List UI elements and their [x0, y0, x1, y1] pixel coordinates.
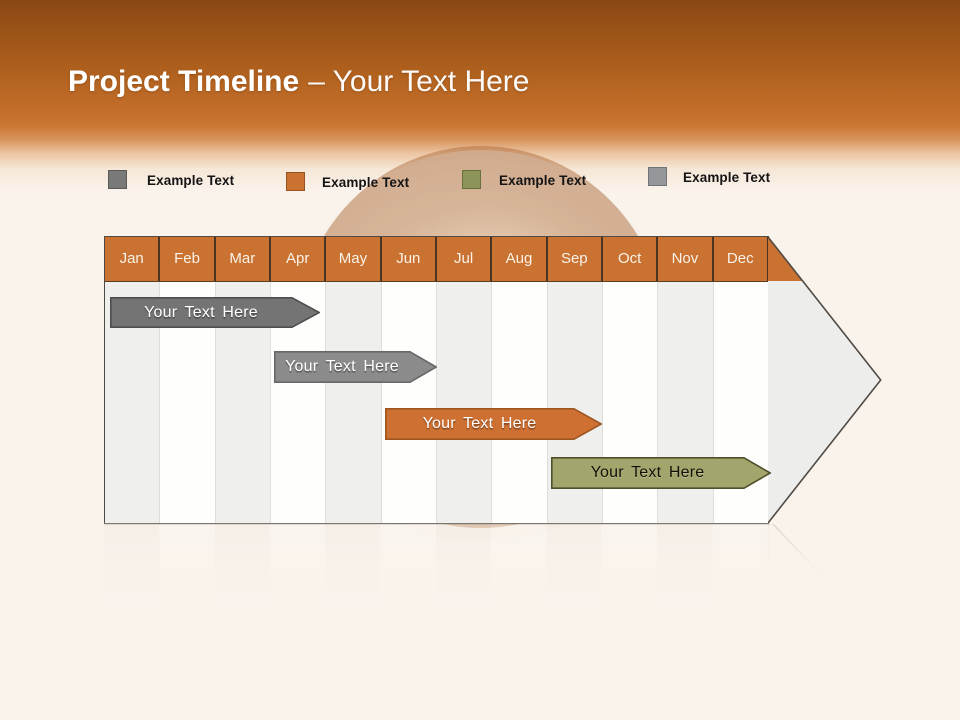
month-header-jun: Jun: [381, 237, 437, 281]
bar-label-placeholder[interactable]: Your Text Here: [285, 358, 399, 375]
legend-label: Example Text: [322, 175, 410, 190]
legend-swatch-olive: [462, 170, 481, 189]
month-header-apr: Apr: [270, 237, 327, 281]
timeline-column: [381, 282, 437, 523]
timeline-column: [492, 282, 548, 523]
slide-title-placeholder[interactable]: – Your Text Here: [308, 65, 530, 98]
slide-title: Project Timeline– Your Text Here: [68, 60, 529, 104]
timeline-bar-1[interactable]: Your Text Here: [110, 297, 320, 328]
legend-label: Example Text: [147, 173, 235, 188]
bar-label-placeholder[interactable]: Your Text Here: [422, 415, 537, 432]
legend-label: Example Text: [683, 170, 771, 185]
month-header-sep: Sep: [547, 237, 603, 281]
bar-arrow-shape: [274, 351, 437, 383]
legend-swatch-gray-dark: [108, 170, 127, 189]
timeline-bar-4[interactable]: Your Text Here: [551, 457, 771, 489]
legend-swatch-gray-light: [648, 167, 667, 186]
bar-arrow-shape: [385, 408, 602, 440]
timeline-arrow-head: [768, 236, 882, 524]
month-header-aug: Aug: [492, 237, 548, 281]
reflection-fade-overlay: [0, 523, 960, 663]
month-header-nov: Nov: [658, 237, 714, 281]
timeline-column: [436, 282, 493, 523]
timeline-bar-3[interactable]: Your Text Here: [385, 408, 602, 440]
legend-swatch-orange: [286, 172, 305, 191]
timeline-bar-2[interactable]: Your Text Here: [274, 351, 437, 383]
month-header-may: May: [326, 237, 382, 281]
month-header-dec: Dec: [713, 237, 769, 281]
bar-arrow-shape: [551, 457, 771, 489]
month-header-jan: Jan: [105, 237, 161, 281]
legend-label: Example Text: [499, 173, 587, 188]
bar-label-placeholder[interactable]: Your Text Here: [590, 464, 705, 481]
month-header-feb: Feb: [160, 237, 216, 281]
bar-label-placeholder[interactable]: Your Text Here: [144, 304, 258, 321]
month-header-mar: Mar: [215, 237, 271, 281]
bar-arrow-shape: [110, 297, 320, 328]
month-header-oct: Oct: [602, 237, 659, 281]
timeline-column: [326, 282, 382, 523]
slide-title-main: Project Timeline: [68, 65, 300, 98]
month-header-row: Jan Feb Mar Apr May Jun Jul Aug Sep Oct …: [105, 237, 769, 282]
month-header-jul: Jul: [436, 237, 493, 281]
